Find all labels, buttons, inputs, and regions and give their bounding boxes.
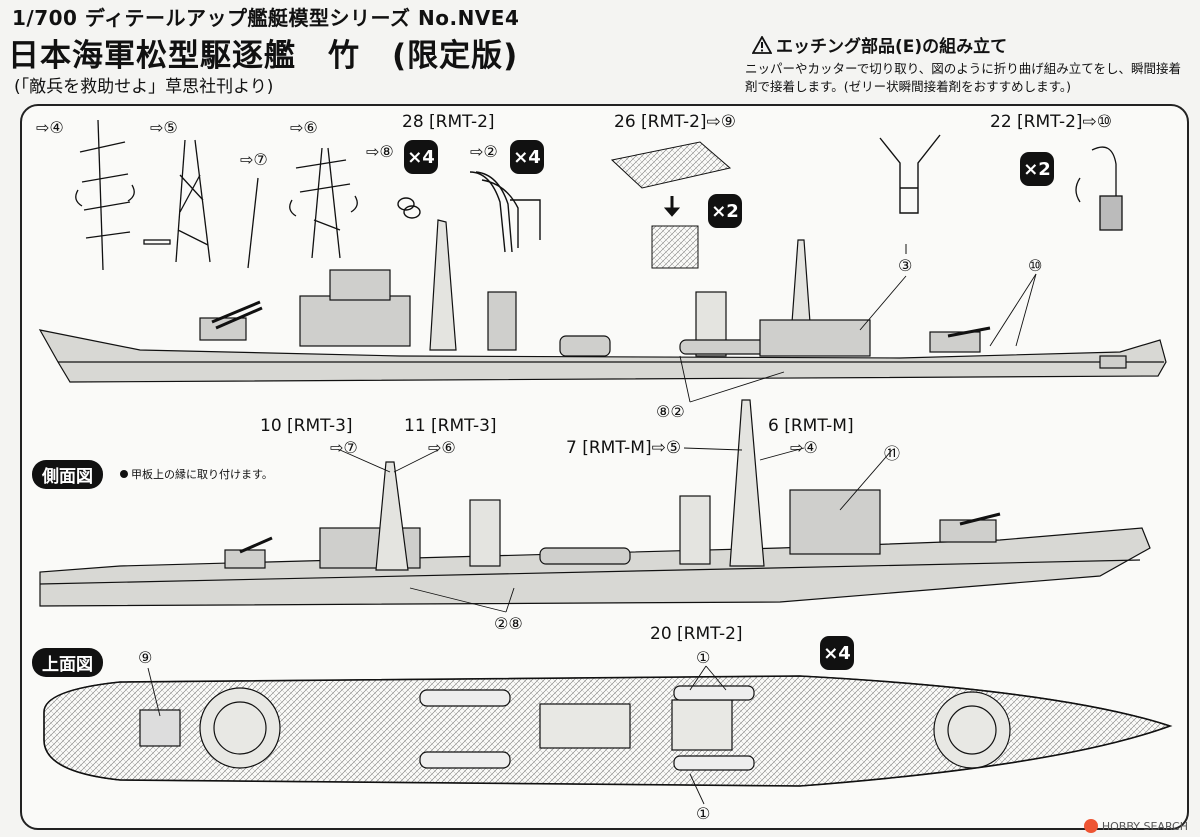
group-label-28: 28 [RMT-2] [402,112,495,132]
part-8-sketch [397,197,421,219]
watermark-text: HOBBY SEARCH [1101,819,1188,833]
callout-2-8: ②⑧ [494,614,523,633]
qty-badge-x2-a: ×2 [708,194,742,228]
series-title: 1/700 ディテールアップ艦艇模型シリーズ No.NVE4 [12,6,520,30]
mast-part-5 [175,139,211,263]
part-label-6: ⇨⑥ [290,118,318,137]
yard-part-7 [143,177,259,269]
source-note: (「敵兵を救助せよ」草思社刊より) [14,77,274,97]
bullet-icon [120,470,128,478]
part-9-sketch [610,141,732,269]
part-label-10-7: ⇨⑦ [330,438,358,457]
part-label-2: ⇨② [470,142,498,161]
side-view-note: 甲板上の縁に取り付けます。 [120,466,273,482]
page-title: 日本海軍松型駆逐艦 竹 (限定版) [8,38,519,74]
callout-8-2: ⑧② [656,402,685,421]
callout-10: ⑩ [1028,256,1043,275]
qty-badge-x4-b: ×4 [510,140,544,174]
qty-badge-x2-b: ×2 [1020,152,1054,186]
mast-part-6 [289,147,358,259]
leader-lines [147,273,1037,805]
side-view-note-text: 甲板上の縁に取り付けます。 [131,468,273,481]
etching-heading: エッチング部品(E)の組み立て [752,32,1007,57]
mast-part-4 [75,119,135,271]
part-3-sketch [879,134,941,254]
part-10-sketch [1075,146,1123,231]
group-label-20: 20 [RMT-2] [650,624,743,644]
part-label-4: ⇨④ [36,118,64,137]
callout-1-bottom: ① [696,804,711,823]
warning-icon [752,35,772,54]
group-label-10: 10 [RMT-3] [260,416,353,436]
ship-profile-lower [39,399,1151,607]
part-label-7: ⇨⑦ [240,150,268,169]
side-view-label: 側面図 [32,460,103,489]
ship-plan-view [43,675,1173,787]
callout-3: ③ [898,256,913,275]
etching-description: ニッパーやカッターで切り取り、図のように折り曲げ組み立てをし、瞬間接着剤で接着し… [745,61,1182,94]
part-2-sketch [469,171,541,253]
group-label-11: 11 [RMT-3] [404,416,497,436]
callout-1-top: ① [696,648,711,667]
callout-9: ⑨ [138,648,153,667]
watermark: HOBBY SEARCH [1083,819,1188,833]
ship-profile-upper [38,219,1167,383]
part-label-5: ⇨⑤ [150,118,178,137]
group-label-26: 26 [RMT-2]⇨⑨ [614,112,737,132]
part-label-6-4: ⇨④ [790,438,818,457]
qty-badge-x4-c: ×4 [820,636,854,670]
hobby-search-logo-icon [1083,819,1098,833]
callout-11: ⑪ [884,444,901,463]
qty-badge-x4-a: ×4 [404,140,438,174]
group-label-6: 6 [RMT-M] [768,416,854,436]
etching-heading-text: エッチング部品(E)の組み立て [776,37,1008,57]
group-label-7: 7 [RMT-M]⇨⑤ [566,438,682,458]
top-view-label: 上面図 [32,648,103,677]
group-label-22: 22 [RMT-2]⇨⑩ [990,112,1113,132]
part-label-11-6: ⇨⑥ [428,438,456,457]
part-label-8: ⇨⑧ [366,142,394,161]
